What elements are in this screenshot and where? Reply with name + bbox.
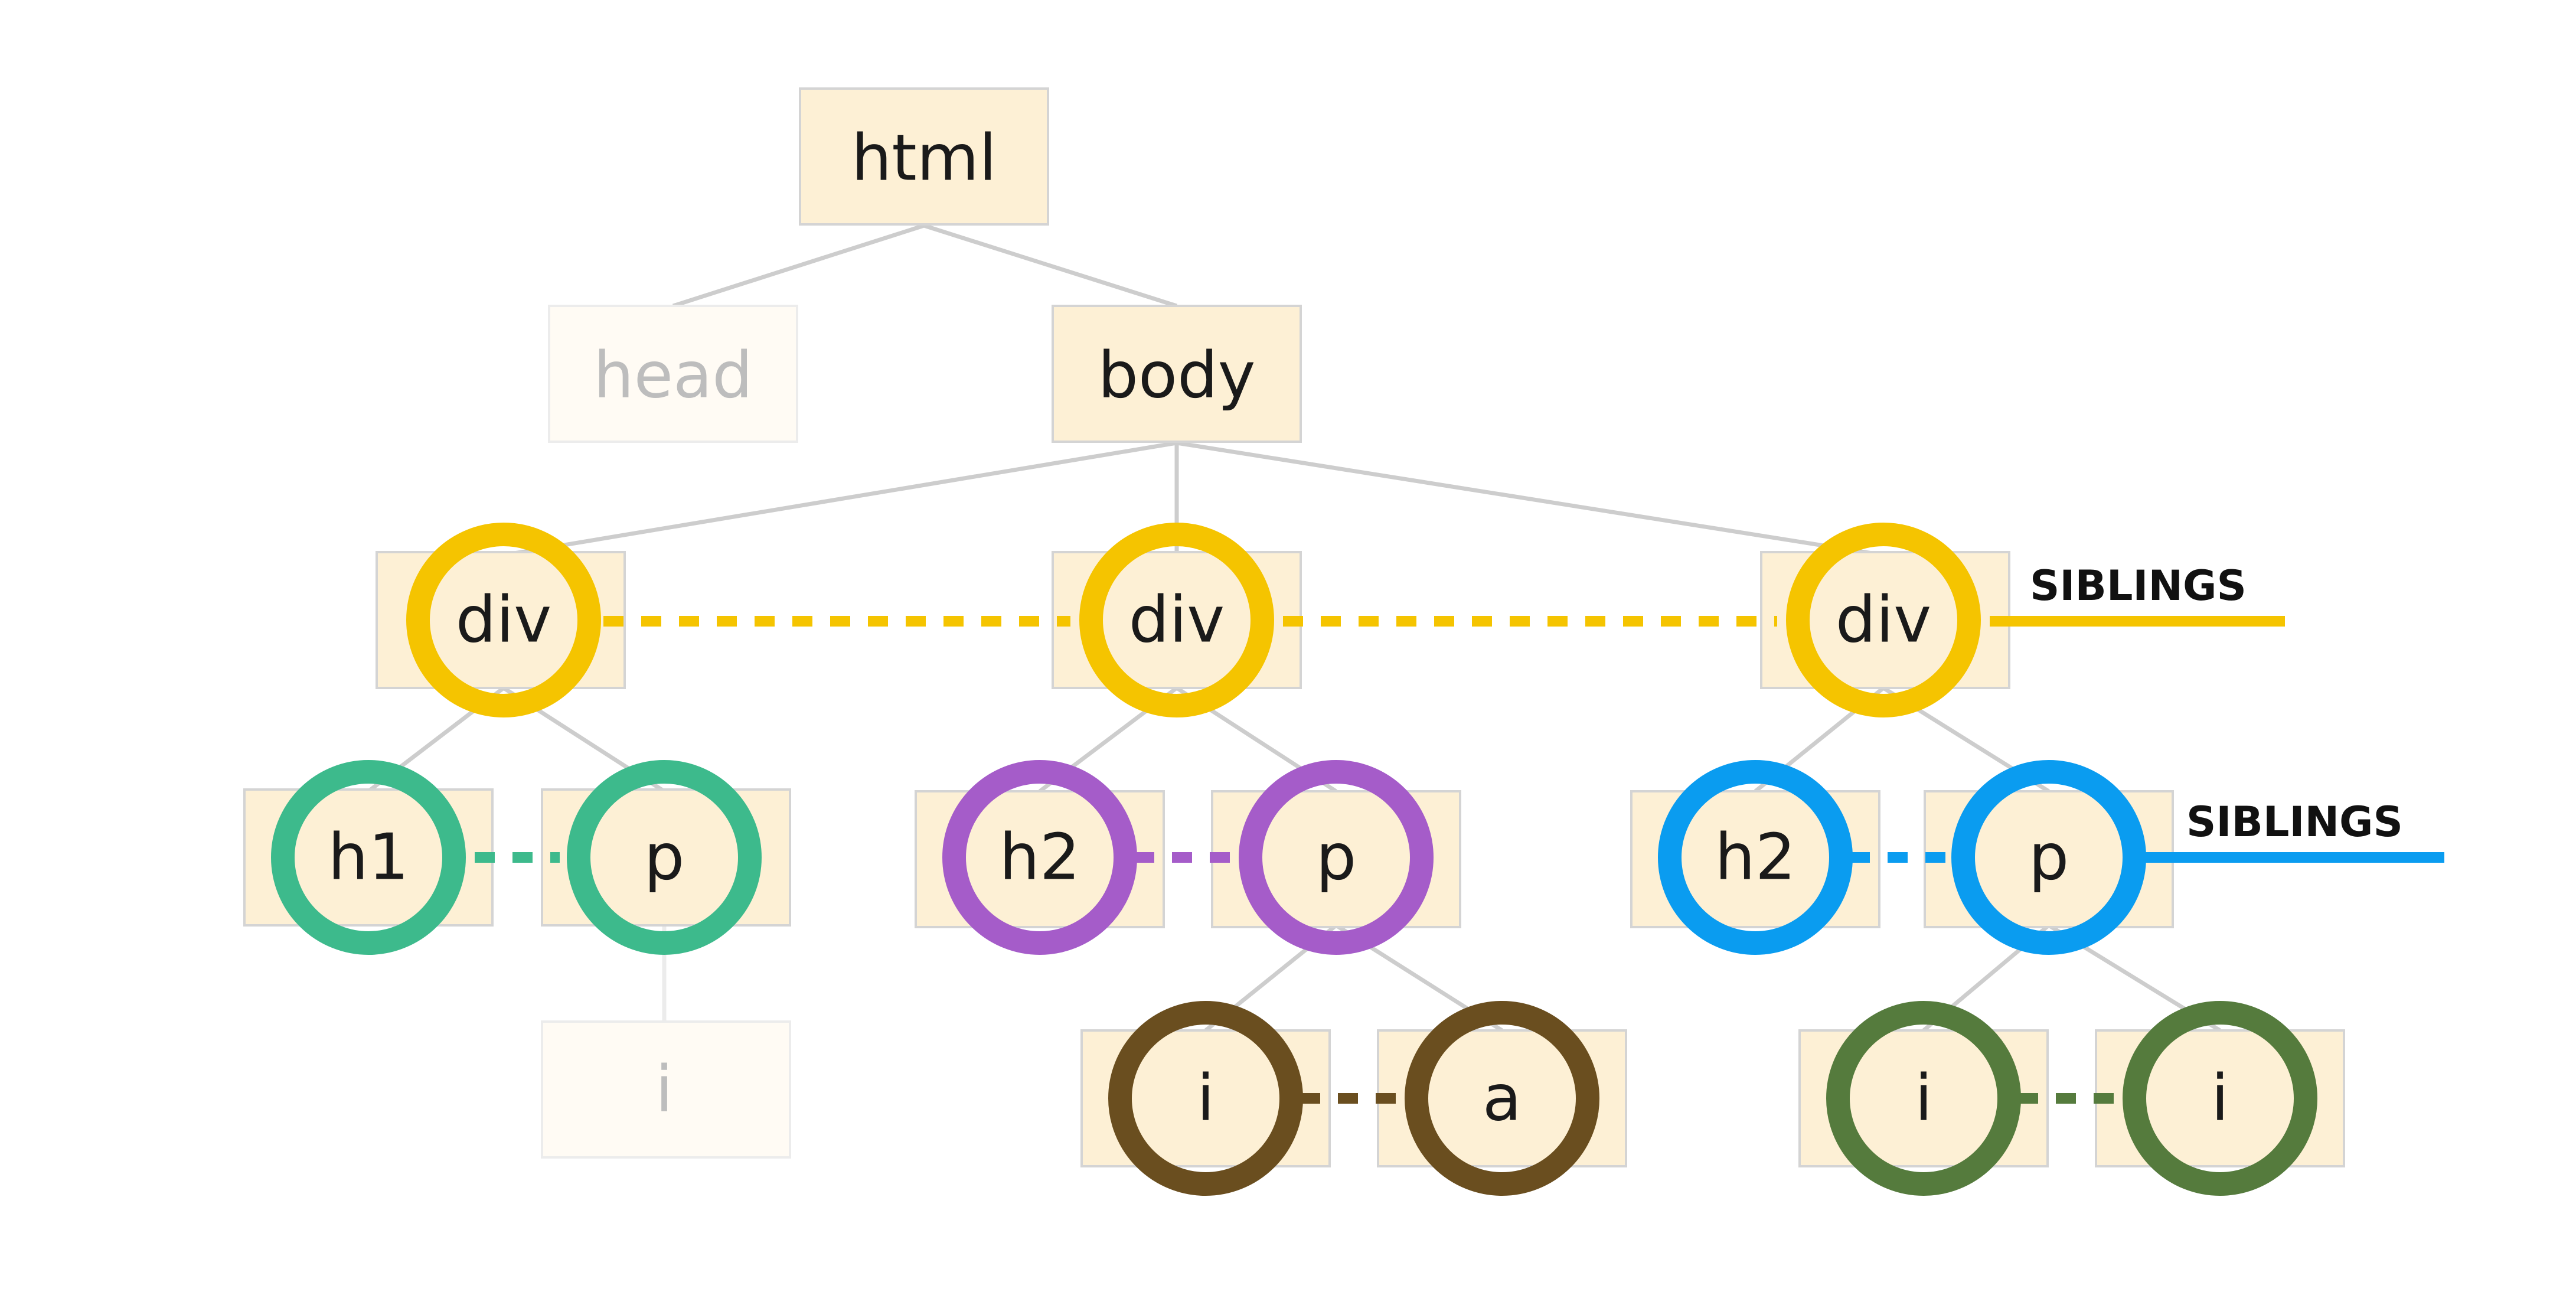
node-label-i2: i (1197, 1062, 1214, 1136)
ring-p1 (567, 760, 762, 955)
node-label-h1: h1 (328, 821, 409, 895)
node-label-h2a: h2 (999, 821, 1080, 895)
node-label-p3: p (2029, 821, 2069, 895)
ring-h2a (942, 760, 1137, 955)
edge-html-body (923, 223, 1178, 308)
node-box-body (1052, 305, 1302, 443)
node-label-div2: div (1129, 583, 1225, 657)
ring-div1 (406, 523, 601, 717)
node-label-i3b: i (2211, 1062, 2229, 1136)
ring-i3a (1826, 1001, 2021, 1196)
node-label-a2: a (1483, 1062, 1522, 1136)
edge-html-head (672, 223, 925, 308)
node-label-p1: p (644, 821, 685, 895)
sibling-connectors (475, 616, 2444, 1104)
node-box-html (799, 87, 1049, 226)
node-label-html: html (851, 122, 997, 195)
node-labels: html head body div div div h1 p i h2 p i… (328, 122, 2229, 1136)
node-label-i1: i (655, 1053, 673, 1127)
ring-a2 (1405, 1001, 1599, 1196)
node-label-body: body (1098, 339, 1255, 413)
ring-h1 (271, 760, 466, 955)
edge-body-div1 (503, 441, 1177, 557)
ring-div2 (1079, 523, 1274, 717)
node-label-h2b: h2 (1715, 821, 1795, 895)
node-box-i1 (541, 1020, 791, 1159)
node-label-div3: div (1836, 583, 1931, 657)
node-label-p2: p (1316, 821, 1357, 895)
node-box-head (548, 305, 798, 443)
ring-p3 (1951, 760, 2146, 955)
ring-i3b (2123, 1001, 2317, 1196)
siblings-label-top: SIBLINGS (2030, 562, 2247, 610)
edge-body-div3 (1176, 441, 1884, 557)
ring-i2 (1108, 1001, 1303, 1196)
siblings-label-mid: SIBLINGS (2186, 798, 2403, 846)
node-label-i3a: i (1915, 1062, 1932, 1136)
ring-div3 (1786, 523, 1981, 717)
ring-p2 (1239, 760, 1434, 955)
node-label-head: head (593, 339, 753, 413)
node-boxes (243, 87, 2345, 1167)
sibling-rings (271, 523, 2317, 1196)
ring-h2b (1658, 760, 1853, 955)
node-label-div1: div (456, 583, 551, 657)
